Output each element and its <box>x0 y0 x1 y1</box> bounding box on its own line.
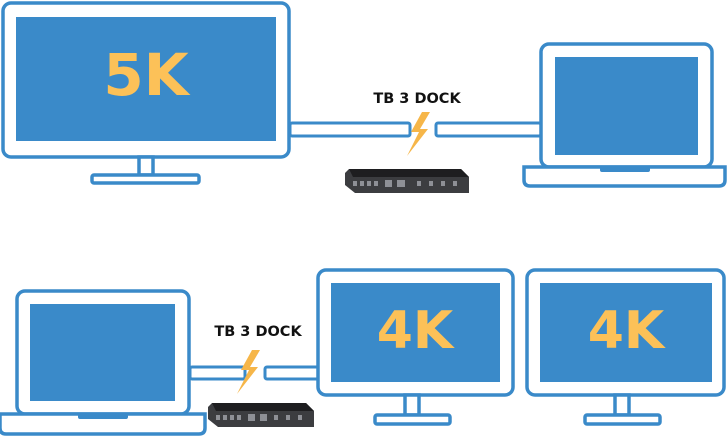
bottom-laptop <box>0 289 207 436</box>
bottom-monitor-4k-2: 4K <box>525 268 726 426</box>
monitor-screen <box>540 283 712 382</box>
laptop-notch <box>78 414 128 419</box>
bottom-cable-monitor <box>263 365 322 381</box>
top-laptop <box>522 42 727 188</box>
bottom-setup: TB 3 DOCK 4K <box>0 268 726 436</box>
bottom-lightning-bolt-icon <box>237 350 260 394</box>
bottom-dock-label: TB 3 DOCK <box>214 324 302 340</box>
monitor-base <box>373 413 452 426</box>
laptop-keyboard-base <box>0 412 207 436</box>
laptop-screen <box>555 57 698 155</box>
monitor-neck <box>403 393 421 417</box>
monitor-neck <box>613 393 631 417</box>
laptop-screen <box>30 304 175 401</box>
top-setup: 5K TB 3 DOCK <box>1 1 727 193</box>
monitor-base <box>583 413 662 426</box>
monitor-screen <box>16 17 276 141</box>
monitor-screen <box>331 283 500 382</box>
top-dock-label: TB 3 DOCK <box>373 91 461 107</box>
top-thunderbolt-dock-icon <box>345 169 469 193</box>
top-cable-monitor <box>288 121 412 138</box>
bottom-cable-laptop <box>188 365 247 381</box>
laptop-keyboard-base <box>522 165 727 188</box>
bottom-monitor-4k-1: 4K <box>316 268 515 426</box>
bottom-thunderbolt-dock-icon <box>208 403 314 427</box>
monitor-base <box>90 173 201 185</box>
top-cable-laptop <box>434 121 543 138</box>
top-monitor-resolution-label: 5K <box>103 41 190 109</box>
top-monitor-5k: 5K <box>1 1 291 185</box>
laptop-notch <box>600 167 650 172</box>
top-lightning-bolt-icon <box>407 112 430 156</box>
monitor-neck <box>137 155 155 177</box>
bottom-monitor-1-resolution-label: 4K <box>377 301 455 361</box>
bottom-monitor-2-resolution-label: 4K <box>588 301 666 361</box>
